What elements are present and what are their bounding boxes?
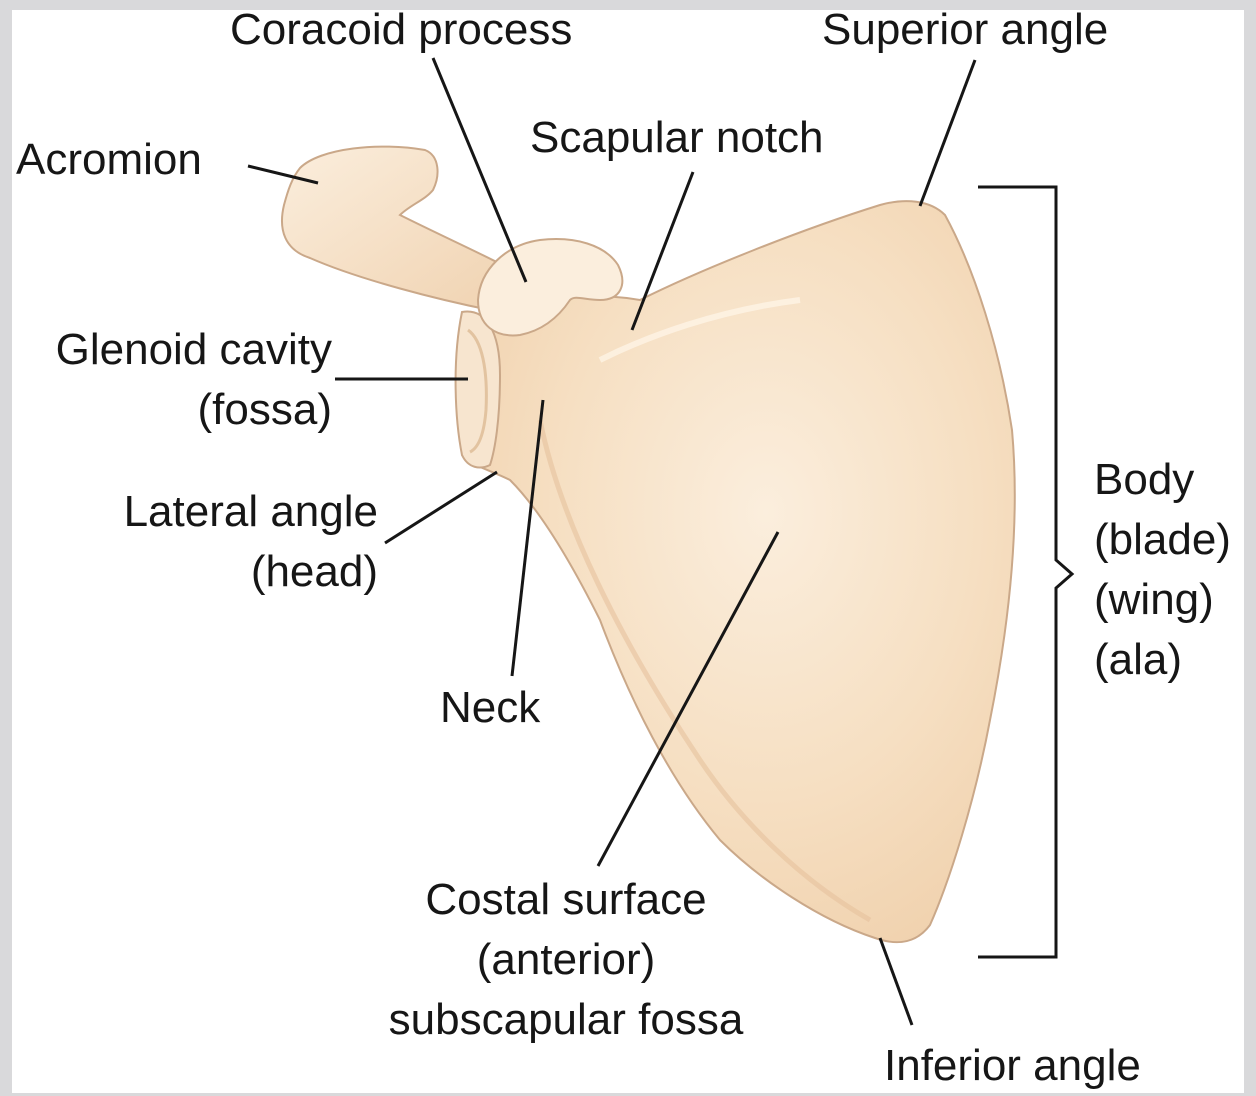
glenoid-cavity-label: Glenoid cavity (fossa) (12, 320, 332, 440)
scapular-notch-label: Scapular notch (530, 108, 824, 168)
body-label: Body (blade) (wing) (ala) (1094, 450, 1231, 690)
acromion-label: Acromion (16, 130, 202, 190)
superior-angle-leader (920, 60, 975, 206)
superior-angle-label: Superior angle (822, 0, 1108, 60)
costal-surface-label: Costal surface (anterior) subscapular fo… (356, 870, 776, 1050)
coracoid-process-label: Coracoid process (230, 0, 572, 60)
lateral-angle-leader (385, 472, 497, 543)
neck-label: Neck (440, 678, 540, 738)
inferior-angle-leader (880, 938, 912, 1025)
inferior-angle-label: Inferior angle (884, 1036, 1141, 1096)
lateral-angle-label: Lateral angle (head) (60, 482, 378, 602)
